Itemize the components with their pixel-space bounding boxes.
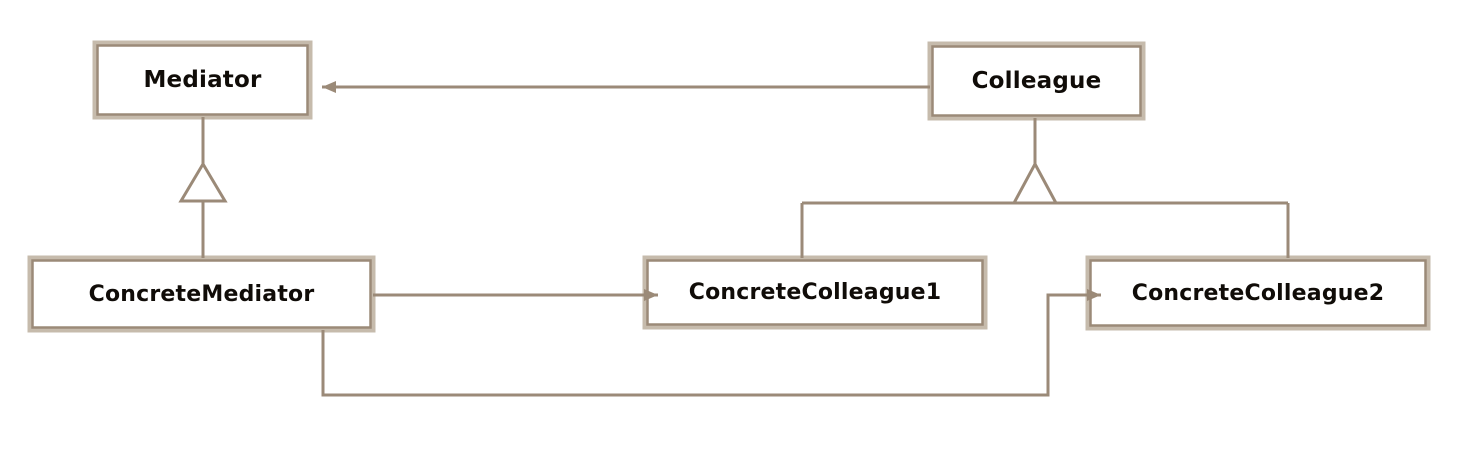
relationship-concrete-colleagues-generalization[interactable] <box>800 118 1290 258</box>
class-box-colleague[interactable] <box>927 41 1146 121</box>
class-box-mediator[interactable] <box>92 40 313 120</box>
class-box-concrete-colleague-2[interactable] <box>1085 255 1431 331</box>
hollow-triangle-icon <box>1011 160 1059 205</box>
class-box-concrete-colleague-1[interactable] <box>642 255 988 330</box>
class-box-concrete-mediator[interactable] <box>27 255 376 333</box>
relationship-concrete-mediator-generalization[interactable] <box>178 117 228 258</box>
hollow-triangle-icon <box>178 161 228 203</box>
relationship-concrete-mediator-to-colleague-2[interactable] <box>321 289 1101 397</box>
